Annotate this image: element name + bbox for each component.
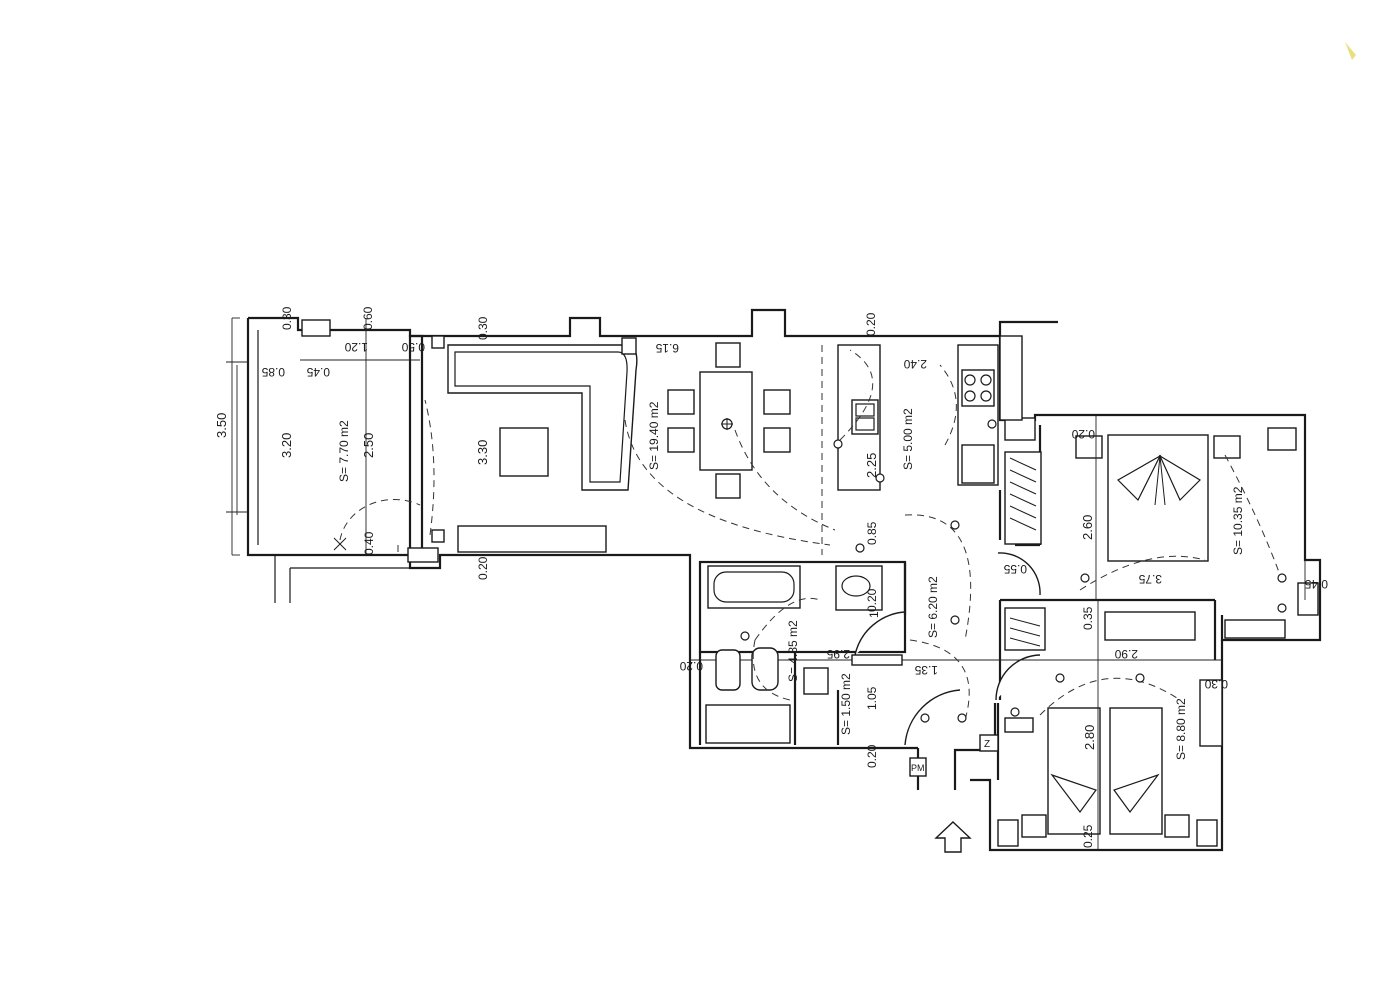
dim-terrace-top: 0.30 bbox=[280, 306, 294, 330]
dim-door-offset: 0.55 bbox=[1003, 562, 1027, 576]
dim-bathroom-depth: 0.20 bbox=[865, 588, 879, 612]
single-bed-right bbox=[1109, 707, 1163, 835]
double-bed bbox=[1107, 434, 1209, 562]
dim-bedroom2-side: 0.30 bbox=[1204, 677, 1228, 691]
wc-basin bbox=[803, 667, 829, 695]
dim-terrace-depth: 3.20 bbox=[279, 433, 294, 458]
area-terrace: S= 7.70 m2 bbox=[337, 420, 351, 482]
dim-living-length: 6.15 bbox=[655, 341, 679, 355]
area-living: S= 19.40 m2 bbox=[647, 401, 661, 470]
area-bathroom: S= 4.85 m2 bbox=[786, 620, 800, 682]
bedroom-1: 2.60 S= 10.35 m2 3.75 0.45 bbox=[1004, 415, 1328, 613]
ceiling-light-icon bbox=[333, 537, 347, 551]
wardrobe-2 bbox=[1004, 607, 1046, 651]
radiator-icon bbox=[407, 547, 1034, 733]
dim-window-offset: 0.50 bbox=[401, 340, 425, 354]
kitchen: 2.25 S= 5.00 m2 2.40 0.20 bbox=[833, 312, 1023, 491]
ceiling-light-icon bbox=[1080, 573, 1287, 613]
dim-window-width: 1.20 bbox=[344, 340, 368, 354]
washing-machine bbox=[705, 704, 791, 744]
panel-z: Z bbox=[984, 739, 990, 750]
dim-bedroom2-width: 2.80 bbox=[1082, 725, 1097, 750]
door-swing bbox=[854, 611, 906, 656]
area-wc: S= 1.50 m2 bbox=[839, 673, 853, 735]
toilet bbox=[751, 647, 779, 691]
dim-bedroom2-length: 2.90 bbox=[1114, 647, 1138, 661]
ceiling-light-icon bbox=[721, 418, 733, 430]
ceiling-light-icon bbox=[833, 419, 997, 483]
dim-kitchen-length: 2.40 bbox=[903, 357, 927, 371]
entrance-arrow-icon bbox=[934, 821, 972, 853]
area-kitchen: S= 5.00 m2 bbox=[901, 408, 915, 470]
area-hall: S= 6.20 m2 bbox=[926, 576, 940, 638]
dim-bathroom-length: 2.95 bbox=[826, 647, 850, 661]
coffee-table bbox=[499, 427, 549, 477]
dim-living-depth: 3.30 bbox=[475, 440, 490, 465]
ceiling-light-icon bbox=[920, 520, 967, 723]
hall: S= 6.20 m2 1.50 1.35 0.85 0.20 0.55 PM Z bbox=[690, 514, 1222, 853]
dim-terrace-inner: 2.50 bbox=[361, 433, 376, 458]
area-bedroom1: S= 10.35 m2 bbox=[1231, 486, 1245, 555]
dim-hall-top: 0.85 bbox=[865, 521, 879, 545]
dim-kitchen-top: 0.20 bbox=[864, 312, 878, 336]
dim-bedroom1-width: 2.60 bbox=[1080, 515, 1095, 540]
dim-terrace-side-a: 0.85 bbox=[261, 365, 285, 379]
dim-bedroom1-side: 0.45 bbox=[1304, 577, 1328, 591]
dim-hall-bottom: 0.20 bbox=[865, 744, 879, 768]
dim-kitchen-width: 2.25 bbox=[864, 453, 879, 478]
dim-terrace-side-b: 0.45 bbox=[306, 365, 330, 379]
exterior-walls bbox=[246, 308, 1322, 852]
bathtub bbox=[707, 565, 801, 609]
area-bedroom2: S= 8.80 m2 bbox=[1174, 698, 1188, 760]
wardrobe bbox=[1004, 451, 1042, 545]
dim-bathroom-wall: 0.20 bbox=[679, 659, 703, 673]
dim-bedroom2-top: 0.35 bbox=[1081, 606, 1095, 630]
dim-bedroom1-top: 0.20 bbox=[1071, 427, 1095, 441]
single-bed-left bbox=[1047, 707, 1101, 835]
dim-hall-length: 1.35 bbox=[914, 663, 938, 677]
terrace: 3.50 3.20 2.50 S= 7.70 m2 0.30 0.60 1.20… bbox=[214, 306, 425, 556]
ceiling-light-icon bbox=[1010, 673, 1145, 717]
hob bbox=[961, 369, 995, 407]
panel-pm: PM bbox=[911, 763, 925, 773]
living-room: 3.30 S= 19.40 m2 6.15 0.30 0.20 bbox=[424, 316, 836, 580]
ceiling-light-icon bbox=[740, 543, 865, 641]
bathroom: S= 4.85 m2 2.95 S= 1.50 m2 1.05 0.20 0.2… bbox=[679, 543, 903, 744]
dim-living-bottom: 0.20 bbox=[476, 556, 490, 580]
dim-living-top: 0.30 bbox=[476, 316, 490, 340]
dim-bedroom1-length: 3.75 bbox=[1138, 572, 1162, 586]
dim-terrace-bottom: 0.40 bbox=[362, 531, 376, 555]
dim-terrace-total: 3.50 bbox=[214, 413, 229, 438]
dim-terrace-wall: 0.60 bbox=[361, 306, 375, 330]
dim-wc-width: 1.05 bbox=[865, 686, 879, 710]
dim-bedroom2-bottom: 0.25 bbox=[1081, 824, 1095, 848]
washbasin bbox=[835, 565, 883, 611]
bidet bbox=[715, 649, 741, 691]
tv-unit bbox=[457, 525, 607, 553]
bedroom-2: 2.80 S= 8.80 m2 2.90 0.35 0.30 0.25 0.20 bbox=[1004, 427, 1228, 850]
